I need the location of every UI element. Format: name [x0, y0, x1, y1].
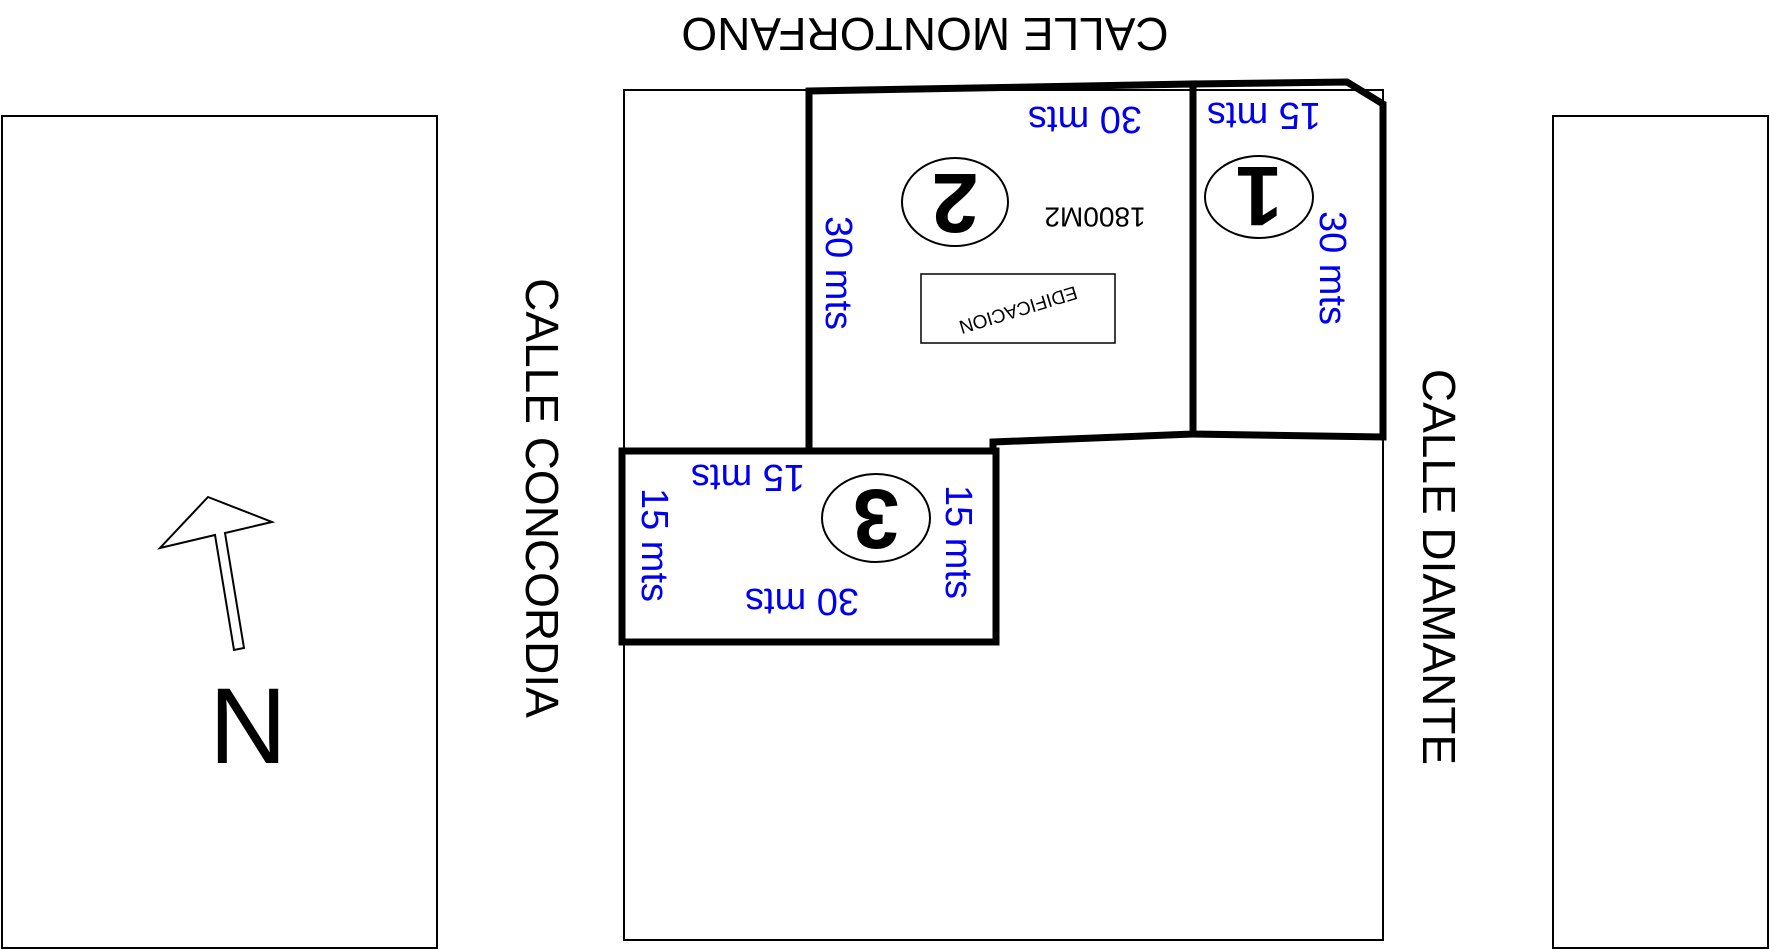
- street-label-east: CALLE DIAMANTE: [1413, 369, 1465, 765]
- street-label-west: CALLE CONCORDIA: [516, 278, 568, 718]
- lot-3-dim-left: 15 mts: [633, 488, 675, 602]
- lot-2-number-circle: [901, 157, 1009, 247]
- north-label: N: [209, 665, 287, 786]
- lot-3-dim-right: 15 mts: [937, 485, 979, 599]
- street-label-north: CALLE MONTORFANO: [681, 8, 1168, 60]
- lot-1-number: 1: [1236, 149, 1283, 243]
- lot-1-dim-side: 30 mts: [1311, 211, 1353, 325]
- north-arrow-icon: [156, 495, 276, 652]
- lot-2-number: 2: [932, 156, 979, 250]
- building-box: [920, 273, 1116, 344]
- east-block: [1552, 115, 1769, 949]
- lot-3-number: 3: [853, 472, 900, 566]
- lot-2-dim-top: 30 mts: [1028, 98, 1142, 140]
- lot-1-dim-top: 15 mts: [1207, 94, 1321, 136]
- lot-3-number-circle: [821, 473, 931, 563]
- lot-3-outline: [618, 447, 1000, 646]
- lot-1-number-circle: [1204, 155, 1314, 239]
- lot-3-dim-top: 15 mts: [691, 456, 805, 498]
- west-block: [1, 115, 438, 949]
- lot-2-dim-side: 30 mts: [817, 216, 859, 330]
- lot-3-dim-bottom: 30 mts: [745, 580, 859, 622]
- lot-2-area: 1800M2: [1044, 202, 1145, 233]
